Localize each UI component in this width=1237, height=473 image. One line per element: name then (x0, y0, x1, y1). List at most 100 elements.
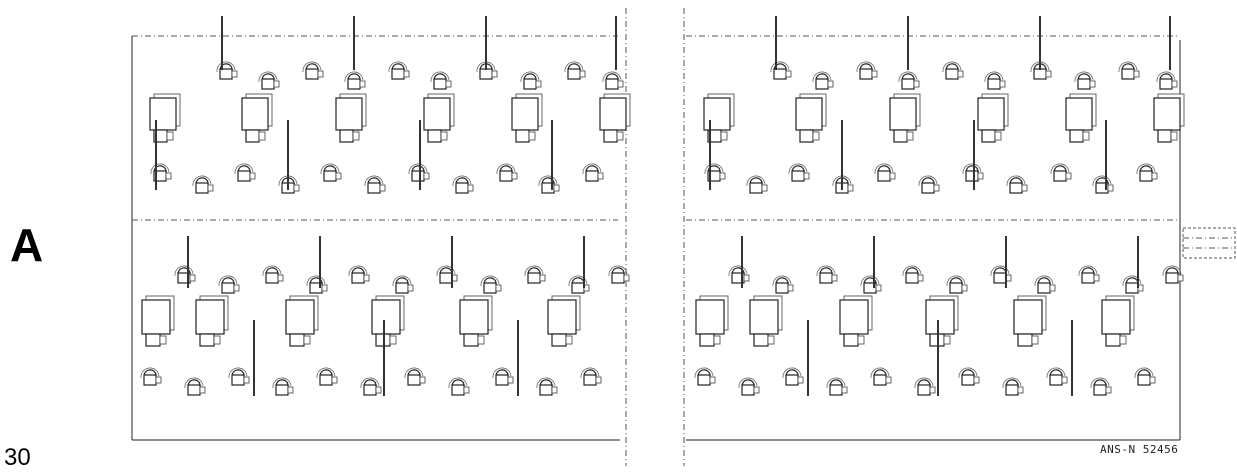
block-foot (799, 129, 814, 143)
hook-body (567, 68, 581, 80)
hook-outer-arc (492, 367, 512, 379)
hook-outer-arc (388, 61, 408, 73)
hook-outer-arc (962, 163, 982, 175)
block-body (749, 299, 779, 335)
hook-body (523, 78, 537, 90)
hook-bolt (785, 70, 792, 78)
hook-body (527, 272, 541, 284)
hook-body (455, 182, 469, 194)
hook-bolt (463, 386, 470, 394)
hook-outer-arc (568, 275, 588, 287)
hook-outer-arc (564, 61, 584, 73)
hook-bolt (1107, 184, 1114, 192)
block-foot (1017, 333, 1033, 347)
hook-bolt (933, 184, 940, 192)
block-foot (753, 333, 769, 347)
hook-bolt (419, 376, 426, 384)
hook-body (859, 68, 873, 80)
hook-body (583, 374, 597, 386)
hook-bolt (597, 172, 604, 180)
hook-bolt (841, 386, 848, 394)
block-foot (981, 129, 996, 143)
hook-bolt (273, 80, 280, 88)
hook-body (571, 282, 585, 294)
hook-outer-arc (738, 377, 758, 389)
hook-body (965, 170, 979, 182)
hook-body (221, 282, 235, 294)
hook-bolt (623, 274, 630, 282)
hook-bolt (359, 80, 366, 88)
hook-body (261, 78, 275, 90)
hook-bolt (1061, 376, 1068, 384)
block-bolt (767, 335, 775, 345)
hook-outer-arc (344, 71, 364, 83)
hook-outer-arc (580, 367, 600, 379)
hook-body (1077, 78, 1091, 90)
block-bolt (440, 131, 448, 141)
hook-body (873, 374, 887, 386)
hook-body (195, 182, 209, 194)
hook-bolt (317, 70, 324, 78)
hook-outer-arc (262, 265, 282, 277)
hook-outer-arc (946, 275, 966, 287)
hook-outer-arc (1122, 275, 1142, 287)
hook-outer-arc (1078, 265, 1098, 277)
hook-bolt (913, 80, 920, 88)
block-foot (463, 333, 479, 347)
hook-body (539, 384, 553, 396)
hook-outer-arc (942, 61, 962, 73)
hook-body (395, 282, 409, 294)
hook-body (433, 78, 447, 90)
hook-outer-arc (782, 367, 802, 379)
hook-outer-arc (364, 175, 384, 187)
hook-bolt (973, 376, 980, 384)
hook-body (697, 374, 711, 386)
hook-outer-arc (770, 61, 790, 73)
hook-bolt (977, 172, 984, 180)
hook-bolt (375, 386, 382, 394)
hook-body (791, 170, 805, 182)
hook-bolt (797, 376, 804, 384)
hook-outer-arc (452, 175, 472, 187)
block-bolt (389, 335, 397, 345)
hook-bolt (999, 80, 1006, 88)
hook-outer-arc (320, 163, 340, 175)
block-bolt (812, 131, 820, 141)
hook-outer-arc (898, 71, 918, 83)
hook-body (1125, 282, 1139, 294)
hook-outer-arc (306, 275, 326, 287)
block-bolt (258, 131, 266, 141)
hook-body (949, 282, 963, 294)
hook-body (741, 384, 755, 396)
hook-bolt (363, 274, 370, 282)
hook-outer-arc (608, 265, 628, 277)
block-bolt (713, 335, 721, 345)
hook-bolt (539, 274, 546, 282)
hook-bolt (1105, 386, 1112, 394)
hook-bolt (507, 376, 514, 384)
hook-body (351, 272, 365, 284)
hook-body (815, 78, 829, 90)
hook-outer-arc (812, 71, 832, 83)
hook-bolt (535, 80, 542, 88)
hook-bolt (1093, 274, 1100, 282)
block-foot (1105, 333, 1121, 347)
block-foot (843, 333, 859, 347)
hook-outer-arc (826, 377, 846, 389)
hook-body (391, 68, 405, 80)
block-foot (427, 129, 442, 143)
hook-bolt (847, 184, 854, 192)
hook-outer-arc (1050, 163, 1070, 175)
hook-bolt (1017, 386, 1024, 394)
hook-bolt (889, 172, 896, 180)
hook-body (275, 384, 289, 396)
block-body (695, 299, 725, 335)
left-panel-outline (131, 35, 620, 441)
hook-outer-arc (316, 367, 336, 379)
hook-bolt (961, 284, 968, 292)
hook-outer-arc (1136, 163, 1156, 175)
block-bolt (352, 131, 360, 141)
hook-bolt (753, 386, 760, 394)
block-bolt (720, 131, 728, 141)
hook-body (219, 68, 233, 80)
